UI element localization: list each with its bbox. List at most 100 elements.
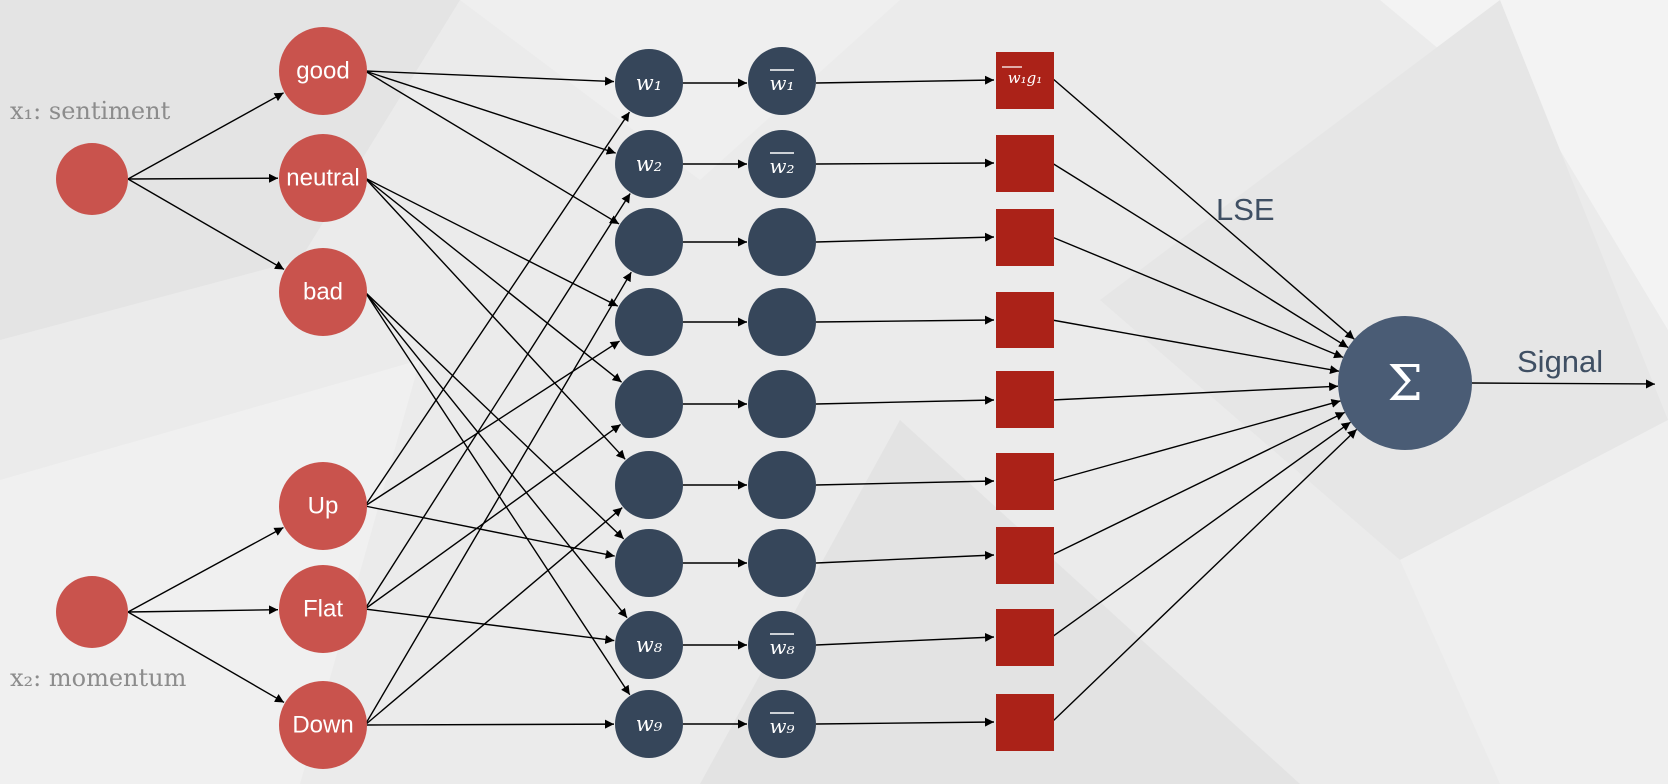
edge-product-3-to-sum bbox=[1051, 236, 1344, 359]
edge-product-5-to-sum bbox=[1051, 382, 1339, 401]
aggregator: Σ LSE Signal bbox=[1216, 192, 1603, 450]
normalized-weight-label-1: w₁ bbox=[769, 71, 794, 95]
edge-down-to-weight-9 bbox=[364, 719, 615, 729]
edge-normalized-to-product-4 bbox=[815, 315, 995, 325]
category-label-bad: bad bbox=[303, 279, 343, 306]
normalized-weight-label-8: w₈ bbox=[769, 635, 794, 659]
product-square-9 bbox=[996, 694, 1054, 751]
normalized-weight-label-2: w₂ bbox=[769, 154, 794, 178]
normalized-weight-node-8 bbox=[748, 611, 816, 679]
category-node-down bbox=[279, 681, 367, 769]
weight-node-3 bbox=[615, 208, 683, 276]
edge-bad-to-weight-7 bbox=[364, 291, 625, 540]
edges bbox=[127, 70, 1656, 729]
category-node-flat bbox=[279, 565, 367, 653]
edge-good-to-weight-1 bbox=[364, 70, 615, 86]
edge-input-to-flat bbox=[127, 605, 279, 615]
category-label-good: good bbox=[296, 58, 349, 85]
product-square-6 bbox=[996, 453, 1054, 510]
edge-input-to-bad bbox=[127, 178, 285, 271]
edge-bad-to-weight-9 bbox=[364, 291, 631, 696]
edge-normalized-to-product-2 bbox=[815, 158, 995, 168]
category-label-neutral: neutral bbox=[286, 165, 359, 192]
sum-symbol: Σ bbox=[1387, 354, 1422, 412]
product-square-4 bbox=[996, 292, 1054, 348]
edge-product-1-to-sum bbox=[1051, 77, 1355, 340]
weight-node-4 bbox=[615, 288, 683, 356]
product-square-7 bbox=[996, 527, 1054, 584]
product-square-1 bbox=[996, 52, 1054, 109]
weight-node-6 bbox=[615, 451, 683, 519]
normalized-weight-node-9 bbox=[748, 690, 816, 758]
input-node-sentiment bbox=[56, 143, 128, 215]
edge-up-to-weight-7 bbox=[364, 505, 615, 559]
weight-label-8: w₈ bbox=[636, 633, 663, 657]
edge-neutral-to-weight-5 bbox=[364, 177, 623, 383]
edge-sum-to-signal bbox=[1471, 379, 1656, 389]
weight-node-7 bbox=[615, 529, 683, 597]
product-square-3 bbox=[996, 209, 1054, 266]
edge-flat-to-weight-8 bbox=[364, 608, 615, 644]
category-node-good bbox=[279, 27, 367, 115]
product-square-5 bbox=[996, 371, 1054, 428]
weight-label-1: w₁ bbox=[636, 71, 662, 95]
edge-normalized-to-product-7 bbox=[815, 550, 995, 564]
weight-label-9: w₉ bbox=[636, 712, 663, 736]
edge-up-to-weight-4 bbox=[364, 340, 621, 507]
edge-normalized-to-product-1 bbox=[815, 75, 995, 85]
edge-flat-to-weight-5 bbox=[364, 423, 622, 610]
normalized-weight-node-2 bbox=[748, 130, 816, 198]
edge-down-to-weight-6 bbox=[364, 507, 623, 726]
category-label-down: Down bbox=[292, 712, 353, 739]
edge-neutral-to-weight-6 bbox=[364, 177, 626, 460]
edge-product-8-to-sum bbox=[1051, 421, 1352, 638]
edge-good-to-weight-2 bbox=[364, 70, 616, 155]
weight-node-2 bbox=[615, 130, 683, 198]
input-label-sentiment: x₁: sentiment bbox=[10, 97, 171, 125]
normalized-weight-nodes: w₁ w₂ w₈ w₉ bbox=[748, 47, 816, 758]
weight-node-9 bbox=[615, 690, 683, 758]
category-node-bad bbox=[279, 248, 367, 336]
edge-input-to-neutral bbox=[127, 173, 279, 183]
edge-bad-to-weight-8 bbox=[364, 291, 628, 619]
category-node-up bbox=[279, 462, 367, 550]
normalized-weight-node-5 bbox=[748, 370, 816, 438]
edge-input-to-down bbox=[127, 611, 285, 704]
product-square-8 bbox=[996, 609, 1054, 666]
edge-product-7-to-sum bbox=[1051, 411, 1346, 556]
lse-label: LSE bbox=[1216, 192, 1275, 227]
edge-neutral-to-weight-4 bbox=[364, 177, 619, 307]
weight-node-1 bbox=[615, 49, 683, 117]
edge-input-to-up bbox=[127, 526, 284, 613]
edge-good-to-weight-3 bbox=[364, 70, 620, 225]
edge-product-4-to-sum bbox=[1051, 319, 1340, 375]
input-label-momentum: x₂: momentum bbox=[10, 664, 187, 692]
edge-normalized-to-product-8 bbox=[815, 632, 995, 646]
edge-normalized-to-product-9 bbox=[815, 717, 995, 727]
edge-product-9-to-sum bbox=[1051, 428, 1358, 723]
normalized-weight-node-4 bbox=[748, 288, 816, 356]
edge-normalized-to-product-3 bbox=[815, 232, 995, 243]
product-squares: w₁g₁ bbox=[996, 52, 1054, 751]
product-label-1: w₁g₁ bbox=[1008, 69, 1042, 87]
category-nodes: good neutral bad Up Flat Down bbox=[279, 27, 367, 769]
edge-down-to-weight-3 bbox=[364, 271, 632, 726]
edge-normalized-to-product-6 bbox=[815, 476, 995, 486]
category-label-up: Up bbox=[308, 493, 339, 520]
weight-nodes: w₁ w₂ w₈ w₉ bbox=[615, 49, 683, 758]
product-square-2 bbox=[996, 135, 1054, 192]
category-label-flat: Flat bbox=[303, 596, 343, 623]
normalized-weight-node-3 bbox=[748, 208, 816, 276]
input-node-momentum bbox=[56, 576, 128, 648]
normalized-weight-label-9: w₉ bbox=[769, 714, 794, 738]
edge-product-6-to-sum bbox=[1051, 398, 1341, 482]
weight-node-8 bbox=[615, 611, 683, 679]
normalized-weight-node-6 bbox=[748, 451, 816, 519]
normalized-weight-node-7 bbox=[748, 529, 816, 597]
weight-label-2: w₂ bbox=[636, 152, 662, 176]
edge-product-2-to-sum bbox=[1051, 162, 1349, 349]
normalized-weight-node-1 bbox=[748, 47, 816, 115]
edge-normalized-to-product-5 bbox=[815, 395, 995, 405]
